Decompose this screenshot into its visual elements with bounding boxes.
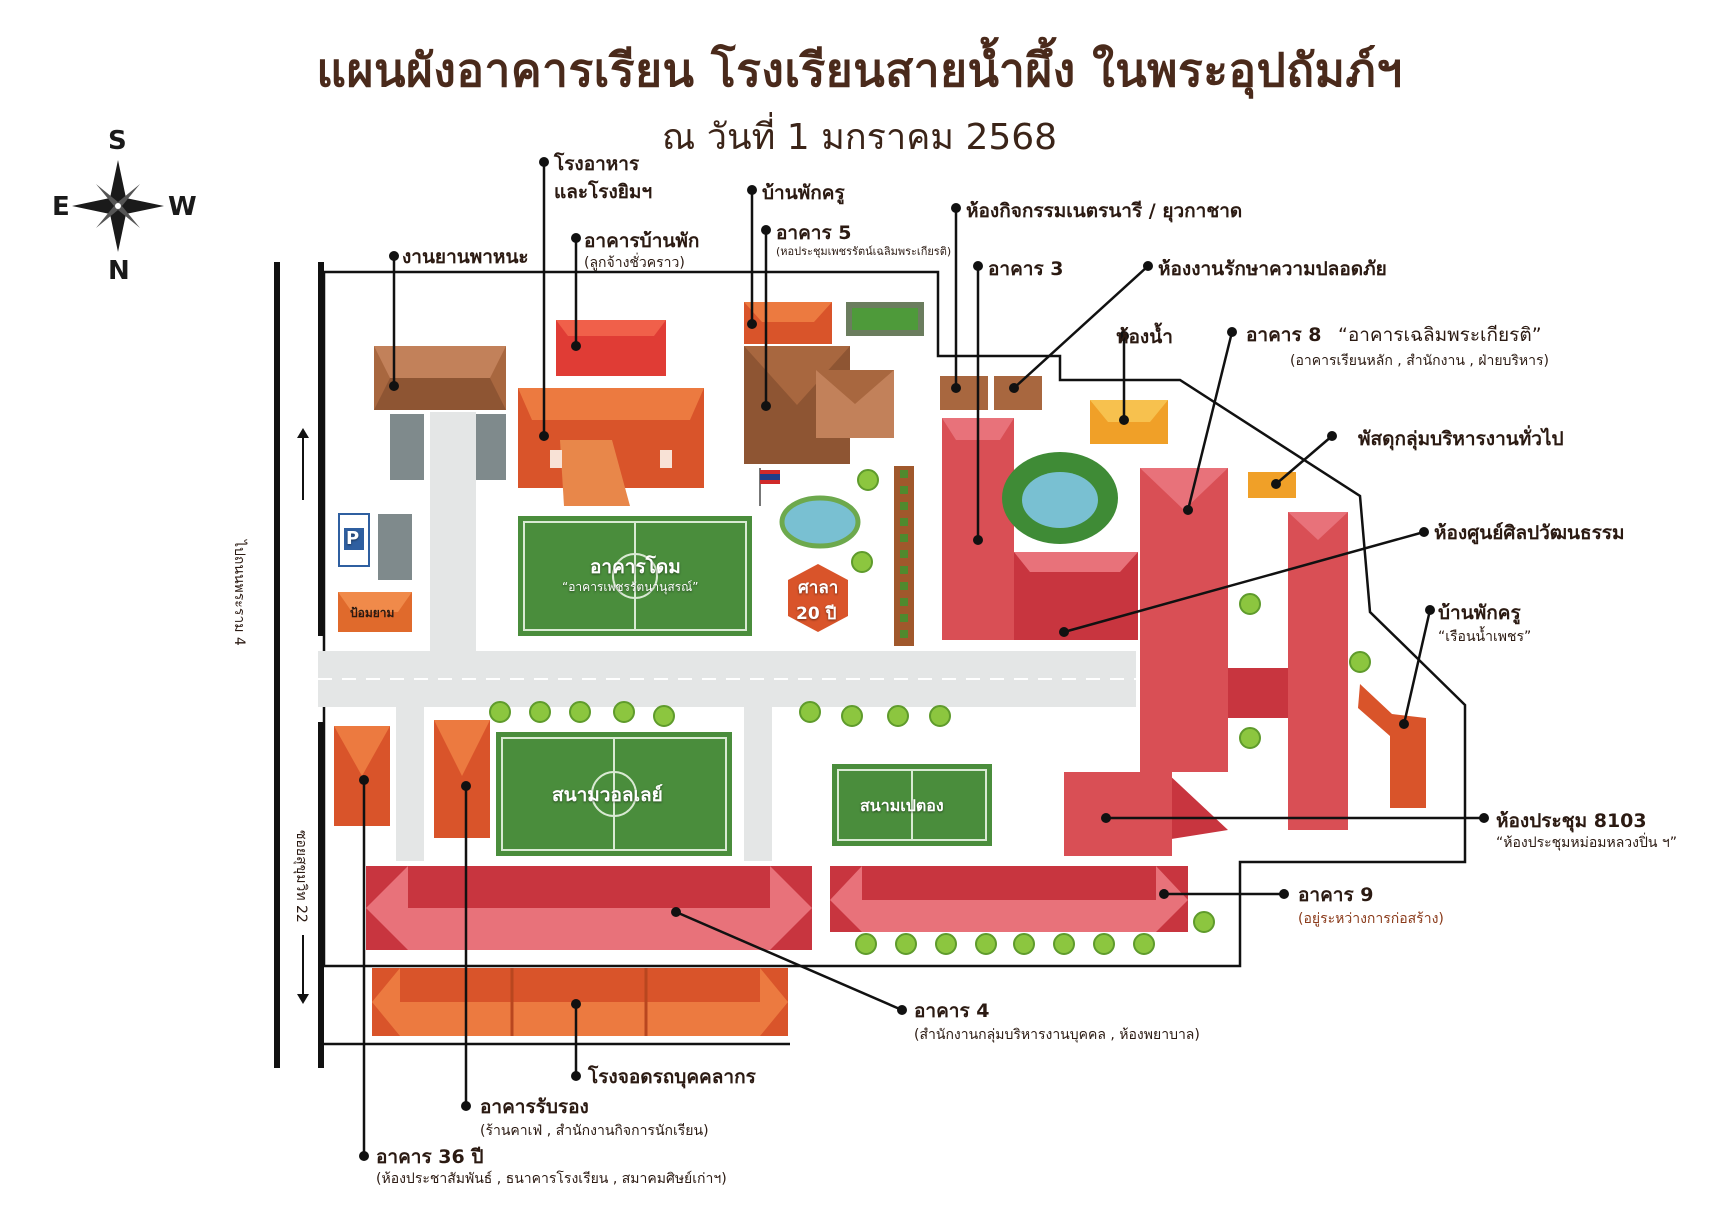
label-building-4: อาคาร 4 [914,1000,990,1022]
street-lines [274,262,324,1068]
flag [759,468,780,506]
building-5 [744,346,894,464]
pavilion-20-years [788,564,848,632]
label-dorm-sub: (ลูกจ้างชั่วคราว) [584,255,685,271]
label-building-36: อาคาร 36 ปี [376,1146,484,1168]
label-meeting-room: ห้องประชุม 8103 [1496,810,1647,832]
label-restroom: ห้องน้ำ [1116,326,1173,348]
guard-label: ป้อมยาม [350,606,395,620]
teacher-house-2 [1358,684,1426,808]
label-cafeteria-2: และโรงยิมฯ [554,181,653,203]
garden [1002,452,1118,544]
label-teacher-house: บ้านพักครู [762,182,845,204]
building-8 [1064,468,1348,856]
label-dorm: อาคารบ้านพัก [584,230,700,252]
compass-n-label: N [108,256,130,286]
guard-post [338,592,412,632]
label-cafeteria: โรงอาหาร [554,153,640,175]
petanque-label: สนามเปตอง [860,796,944,815]
dome-label: อาคารโดม [590,556,681,578]
label-reception-sub: (ร้านคาเฟ่ , สำนักงานกิจการนักเรียน) [480,1123,709,1139]
reception-building [434,720,490,838]
label-arts-center: ห้องศูนย์ศิลปวัฒนธรรม [1434,522,1625,544]
label-building-4-sub: (สำนักงานกลุ่มบริหารงานบุคคล , ห้องพยาบา… [914,1027,1200,1043]
page-title: แผนผังอาคารเรียน โรงเรียนสายน้ำผึ้ง ในพร… [316,43,1403,97]
pond [779,495,861,549]
building-4 [366,866,812,950]
label-staff-parking: โรงจอดรถบุคคลากร [588,1066,756,1088]
label-teacher-house-2-sub: “เรือนน้ำเพชร” [1438,629,1532,645]
small-rooms [940,376,1042,410]
label-building-9: อาคาร 9 [1298,884,1374,906]
road-label-rama4: ไปถนนพระราม 4 [231,540,247,646]
label-security-room: ห้องงานรักษาความปลอดภัย [1158,258,1387,280]
compass-e-label: E [52,192,70,222]
label-reception: อาคารรับรอง [480,1096,589,1118]
label-teacher-house-2: บ้านพักครู [1438,602,1521,624]
volleyball-field [496,732,732,856]
parking-sign-icon: P [346,528,360,549]
callout-dots [359,157,1489,1161]
label-building-36-sub: (ห้องประชาสัมพันธ์ , ธนาคารโรงเรียน , สม… [376,1171,727,1187]
pavilion-label: ศาลา [798,578,839,598]
parking-lots [338,414,506,580]
label-building-8-sub: (อาคารเรียนหลัก , สำนักงาน , ฝ่ายบริหาร) [1290,353,1550,369]
label-building-8-name: “อาคารเฉลิมพระเกียรติ” [1338,324,1542,346]
cafeteria-building [518,388,704,506]
compass-w-label: W [168,192,197,222]
page-subtitle: ณ วันที่ 1 มกราคม 2568 [661,117,1058,158]
trees [489,469,1371,955]
road-label-sukhumvit22: ซอยสุขุมวิท 22 [293,830,309,923]
greenhouse [846,302,924,336]
callout-lines [362,162,1484,1156]
building-36-years [334,726,390,826]
volleyball-label: สนามวอลเลย์ [552,784,663,806]
compass-s-label: S [108,126,127,156]
label-building-9-sub: (อยู่ระหว่างการก่อสร้าง) [1298,911,1444,927]
label-building-5: อาคาร 5 [776,222,852,244]
restroom-building [1090,400,1168,444]
label-supplies: พัสดุกลุ่มบริหารงานทั่วไป [1358,428,1564,450]
compass-rose-icon [72,160,164,252]
label-meeting-room-sub: “ห้องประชุมหม่อมหลวงปิ่น ฯ” [1496,835,1678,851]
petanque-field [832,764,992,846]
label-building-3: อาคาร 3 [988,258,1064,280]
dome-field [518,516,752,636]
label-activity-room: ห้องกิจกรรมเนตรนารี / ยุวกาชาด [966,200,1243,222]
building-3 [942,418,1138,640]
vehicle-building [374,346,506,410]
dome-sub-label: “อาคารเพชรรัตนานุสรณ์” [562,580,699,594]
pavilion-label-2: 20 ปี [796,604,837,624]
tree-row [894,466,914,646]
teacher-house-building [744,302,832,344]
label-building-8: อาคาร 8 [1246,324,1322,346]
label-building-5-sub: (หอประชุมเพชรรัตน์เฉลิมพระเกียรติ) [776,245,952,258]
campus-roads [318,412,1136,861]
building-9 [830,866,1188,932]
label-vehicle: งานยานพาหนะ [402,246,529,268]
